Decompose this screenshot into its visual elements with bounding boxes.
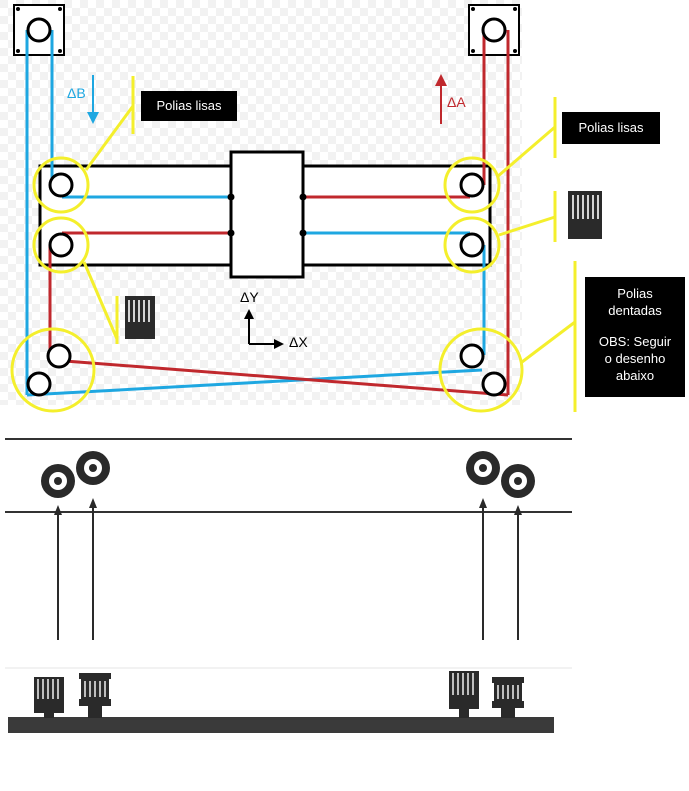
side-pulley-3 [449, 671, 479, 718]
callout-smooth-pulleys-left: Polias lisas [141, 91, 237, 121]
pulley-right-lower [459, 232, 485, 258]
leader-lines [82, 76, 577, 412]
callout-toothed-pulleys: Polias dentadas OBS: Seguir o desenho ab… [585, 277, 685, 397]
belt-clamps [227, 193, 307, 237]
toothed-pulley-icon-left [125, 296, 155, 339]
carriage [229, 150, 305, 279]
axis-arrows [244, 309, 284, 349]
base-plate [8, 717, 554, 733]
callout-toothed-note-1: OBS: Seguir [598, 334, 672, 349]
pulley-corner-right-b [481, 371, 507, 397]
callout-smooth-left-text: Polias lisas [156, 98, 222, 113]
label-delta-a: ΔA [447, 94, 466, 110]
side-pulley-4 [492, 677, 524, 718]
motor-a-pulley [481, 17, 507, 43]
toothed-pulley-icon-right [568, 191, 602, 239]
callout-toothed-title-2: dentadas [608, 303, 662, 318]
side-pulley-2 [79, 673, 111, 718]
label-delta-x: ΔX [289, 334, 308, 350]
highlight-circles [10, 156, 524, 413]
top-view-pulleys [41, 451, 535, 498]
pulley-corner-left-b [26, 371, 52, 397]
label-delta-y: ΔY [240, 289, 259, 305]
pulley-left-upper [48, 172, 74, 198]
callout-toothed-title-1: Polias [617, 286, 653, 301]
pulley-left-lower [48, 232, 74, 258]
callout-smooth-right-text: Polias lisas [578, 120, 644, 135]
belt-b [25, 30, 486, 397]
arrow-delta-b [87, 75, 99, 124]
motor-b-pulley [26, 17, 52, 43]
label-delta-b: ΔB [67, 85, 86, 101]
side-pulley-1 [34, 677, 64, 718]
callout-smooth-pulleys-right: Polias lisas [562, 112, 660, 144]
pulley-corner-left-a [46, 343, 72, 369]
arrow-delta-a [435, 74, 447, 124]
reference-arrows [54, 498, 522, 640]
callout-toothed-note-3: abaixo [615, 368, 655, 383]
pulley-corner-right-a [459, 343, 485, 369]
pulley-right-upper [459, 172, 485, 198]
callout-toothed-note-2: o desenho [604, 351, 666, 366]
